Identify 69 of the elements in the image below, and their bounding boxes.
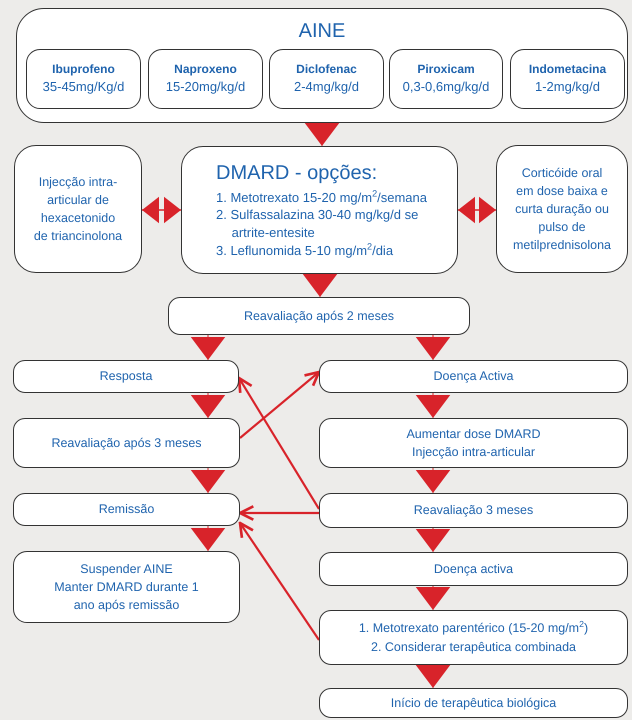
drug-name: Indometacina (528, 60, 606, 78)
arrow-triangle (190, 526, 226, 552)
process-box (319, 610, 628, 665)
arrow (238, 522, 320, 641)
box-text: Reavaliação após 2 meses (244, 308, 394, 325)
process-box (319, 688, 628, 718)
process-box (26, 49, 141, 109)
process-box (13, 418, 240, 468)
arrow-triangle (416, 586, 450, 610)
dosage-text: 35-45mg/Kg/d (42, 78, 124, 96)
box-text: Doença activa (434, 560, 514, 578)
box-text: Aumentar dose DMARD (406, 426, 541, 443)
heading: AINE (298, 19, 346, 43)
box-text: Remissão (98, 501, 154, 518)
process-box (496, 145, 628, 273)
list-item: 2. Sulfassalazina 30-40 mg/kg/d se artrite-entesite (216, 206, 420, 242)
box-text: Injecção intra-articular (412, 444, 535, 461)
arrow-triangle (416, 664, 450, 688)
options-box (181, 146, 458, 274)
list-item: 3. Leflunomida 5-10 mg/m$^{2}$/dia (216, 242, 394, 260)
dosage-text: 0,3-0,6mg/kg/d (402, 78, 490, 96)
heading: DMARD - opções: (216, 160, 378, 185)
arrow (238, 505, 319, 521)
drug-name: Piroxicam (417, 60, 475, 78)
box-text: Resposta (100, 368, 152, 386)
box-text: Reavaliação após 3 meses (51, 434, 202, 452)
process-box (319, 552, 628, 586)
process-box (319, 418, 628, 468)
arrow-triangle (416, 334, 450, 360)
box-text: Manter DMARD durante 1 ano após remissão (53, 578, 200, 614)
arrow-triangle (302, 274, 338, 298)
arrow (239, 370, 320, 439)
arrow-triangle (416, 468, 450, 494)
process-box (13, 551, 240, 623)
process-box (168, 297, 470, 335)
arrow-triangle (190, 468, 226, 494)
double-arrow (458, 196, 496, 224)
box-text: Doença Activa (434, 368, 514, 386)
arrow-triangle (416, 392, 450, 418)
dosage-text: 1-2mg/kg/d (534, 78, 600, 96)
double-arrow (142, 196, 181, 224)
process-box (319, 360, 628, 393)
box-text: Suspender AINE (80, 560, 173, 578)
box-text: Injecção intra-articular de hexacetonido de triancinolona (33, 174, 123, 246)
box-text: Reavaliação 3 meses (414, 502, 534, 520)
dosage-text: 2-4mg/kg/d (294, 78, 360, 96)
box-text: Início de terapêutica biológica (390, 694, 556, 712)
box-text: Corticóide oral em dose baixa e curta duração ou pulso de metilprednisolona (513, 164, 611, 254)
arrow (238, 376, 320, 510)
drug-name: Naproxeno (174, 60, 237, 78)
process-box (319, 493, 628, 528)
process-box (13, 360, 239, 393)
box-text: 2. Considerar terapêutica combinada (371, 638, 576, 656)
dosage-text: 15-20mg/kg/d (166, 78, 246, 96)
process-box (389, 49, 503, 109)
arrow-triangle (304, 122, 340, 146)
arrow-triangle (190, 392, 226, 418)
process-box (510, 49, 625, 109)
group-box (16, 8, 628, 123)
process-box (269, 49, 384, 109)
drug-name: Ibuprofeno (52, 60, 115, 78)
process-box (13, 493, 240, 526)
box-text: 1. Metotrexato parentérico (15-20 mg/m$^{2}$) (358, 619, 588, 638)
process-box (14, 145, 142, 273)
list-item: 1. Metotrexato 15-20 mg/m$^{2}$/semana (216, 188, 428, 206)
arrow-triangle (190, 334, 226, 360)
drug-name: Diclofenac (296, 60, 357, 78)
process-box (148, 49, 263, 109)
arrow-triangle (416, 528, 450, 552)
